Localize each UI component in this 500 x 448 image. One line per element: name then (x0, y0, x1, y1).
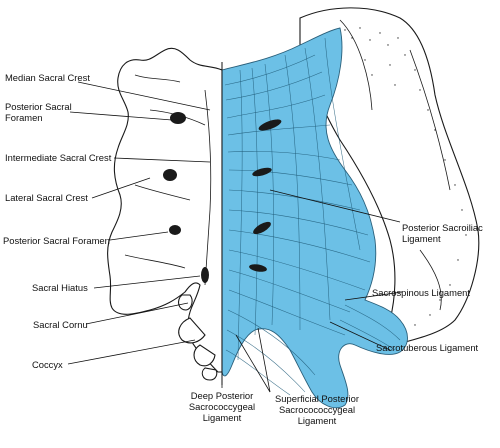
coccyx-bone (178, 317, 206, 344)
sacrum-bone-left (107, 47, 223, 373)
label-posterior-sacral-foramen: Posterior Sacral Foramen (3, 235, 110, 246)
label-superficial-posterior-sacrococcygeal-ligament: Superficial Posterior Sacrocococcygeal L… (275, 393, 359, 426)
sacral-cornu (177, 294, 193, 311)
sacral-hiatus-opening (201, 267, 209, 283)
label-posterior-sacral-foramen-top: Posterior Sacral Foramen (5, 101, 72, 123)
label-intermediate-sacral-crest: Intermediate Sacral Crest (5, 152, 112, 163)
ligament-fibers (224, 37, 401, 396)
label-posterior-sacroiliac-ligament: Posterior Sacroiliac Ligament (402, 222, 483, 244)
label-sacrospinous-ligament: Sacrospinous Ligament (372, 287, 470, 298)
posterior-sacral-foramen-1 (170, 112, 186, 124)
label-sacral-cornu: Sacral Cornu (33, 319, 88, 330)
label-median-sacral-crest: Median Sacral Crest (5, 72, 90, 83)
leader-lines (67, 81, 403, 393)
label-deep-posterior-sacrococcygeal-ligament: Deep Posterior Sacrococcygeal Ligament (188, 390, 256, 423)
label-sacrotuberous-ligament: Sacrotuberous Ligament (376, 342, 479, 353)
ilium-stipple (344, 27, 467, 331)
posterior-sacral-foramen-2 (163, 169, 177, 181)
label-lateral-sacral-crest: Lateral Sacral Crest (5, 192, 88, 203)
label-sacral-hiatus: Sacral Hiatus (32, 282, 88, 293)
label-coccyx: Coccyx (32, 359, 63, 370)
posterior-sacral-foramen-3 (169, 225, 181, 235)
ilium-bone (299, 7, 480, 346)
